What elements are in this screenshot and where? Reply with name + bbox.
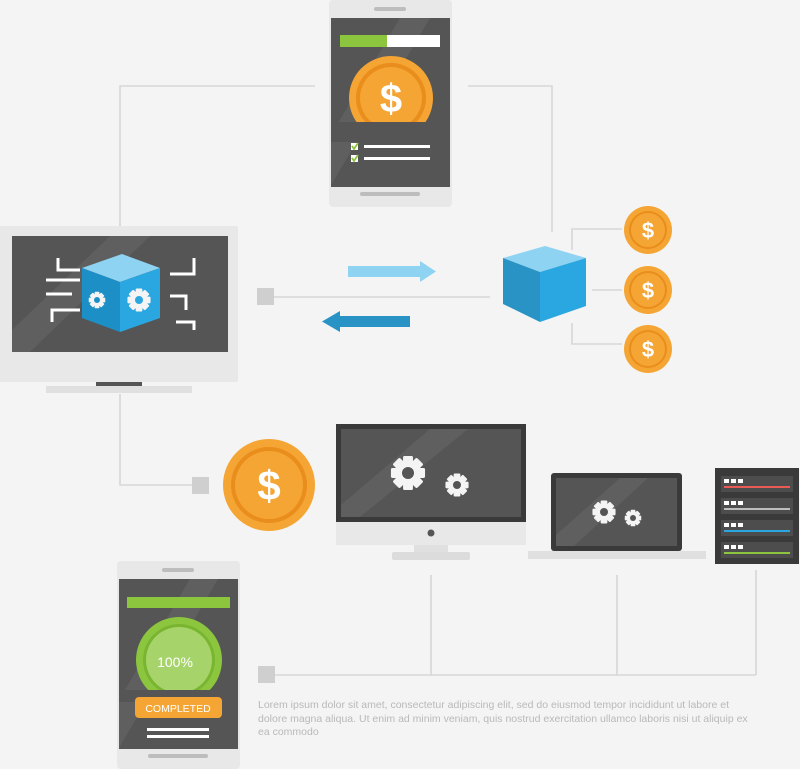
dollar-coin-icon: $ bbox=[624, 266, 672, 314]
status-badge bbox=[135, 697, 222, 718]
bottom-phone bbox=[117, 561, 240, 769]
svg-text:$: $ bbox=[642, 337, 654, 362]
connector-lines bbox=[119, 85, 757, 676]
svg-text:$: $ bbox=[257, 462, 280, 509]
left-monitor bbox=[0, 226, 238, 393]
server-icon bbox=[715, 468, 799, 564]
desktop-monitor bbox=[336, 424, 526, 560]
cube-gear-icon bbox=[82, 254, 160, 332]
dollar-coin-icon: $ bbox=[223, 439, 315, 531]
top-phone: $ bbox=[329, 0, 452, 207]
connector-node bbox=[192, 477, 209, 494]
gears-icon bbox=[592, 500, 642, 527]
circuit-lines bbox=[46, 258, 196, 330]
connector-node bbox=[258, 666, 275, 683]
svg-text:$: $ bbox=[380, 77, 402, 121]
status-label: COMPLETED bbox=[145, 703, 211, 715]
svg-text:$: $ bbox=[642, 218, 654, 243]
arrow-left-icon bbox=[322, 311, 410, 332]
svg-text:$: $ bbox=[642, 278, 654, 303]
progress-label: 100% bbox=[157, 654, 193, 670]
cube-icon bbox=[503, 246, 586, 322]
laptop bbox=[528, 473, 706, 559]
checklist bbox=[351, 142, 430, 163]
dollar-coin-icon: $ bbox=[349, 56, 433, 140]
dollar-coin-icon: $ bbox=[624, 325, 672, 373]
coin-stack: $ $ $ bbox=[624, 206, 672, 373]
connector-node bbox=[257, 288, 274, 305]
dollar-coin-icon: $ bbox=[624, 206, 672, 254]
arrow-right-icon bbox=[348, 261, 436, 282]
description-text: Lorem ipsum dolor sit amet, consectetur … bbox=[258, 699, 748, 738]
gears-icon bbox=[390, 455, 469, 497]
progress-bar bbox=[127, 597, 230, 608]
